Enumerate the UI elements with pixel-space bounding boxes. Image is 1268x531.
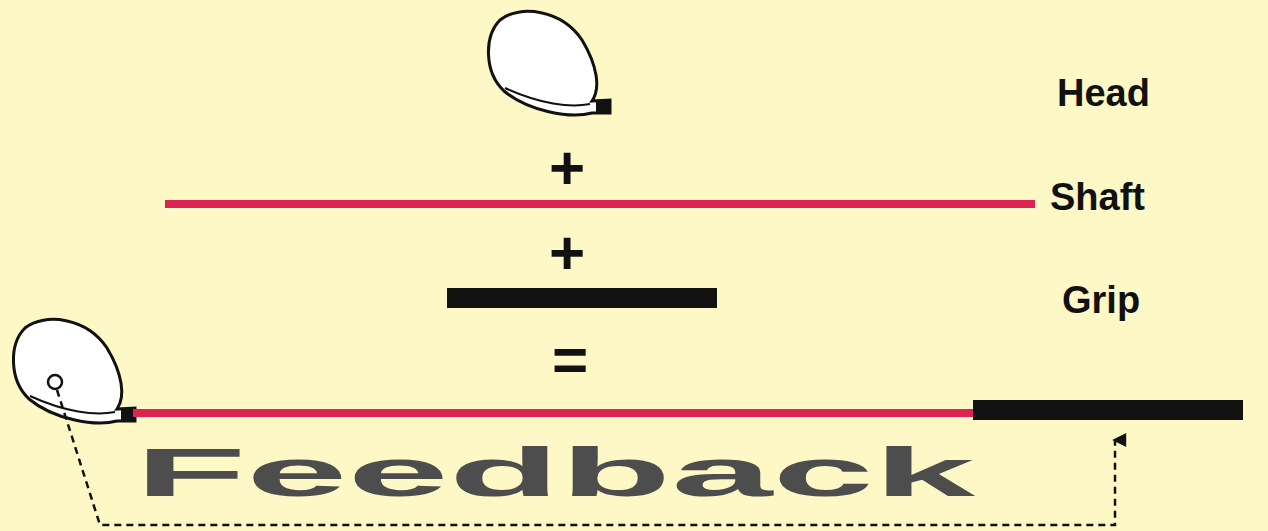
part-label: Grip: [1062, 281, 1140, 319]
hosel: [596, 101, 610, 113]
grip-bar: [447, 288, 717, 308]
feedback-title: Feedback: [135, 438, 975, 506]
club-head: [488, 11, 610, 115]
shaft-bar: [165, 200, 1035, 208]
sensor-dot: [48, 375, 62, 389]
head-sole-line: [505, 88, 590, 105]
part-label: Shaft: [1050, 178, 1145, 216]
shaft-bar: [133, 409, 975, 417]
equals-sign: =: [552, 329, 588, 391]
feedback-loop: [57, 390, 1115, 525]
grip-bar: [973, 400, 1243, 420]
head-sole-line: [30, 396, 115, 413]
plus-sign: +: [549, 137, 585, 199]
club-head-assembled: [13, 319, 135, 423]
plus-sign: +: [549, 222, 585, 284]
head-outline: [488, 11, 610, 115]
part-label: Head: [1057, 74, 1150, 112]
head-outline: [13, 319, 135, 423]
hosel: [121, 409, 135, 421]
